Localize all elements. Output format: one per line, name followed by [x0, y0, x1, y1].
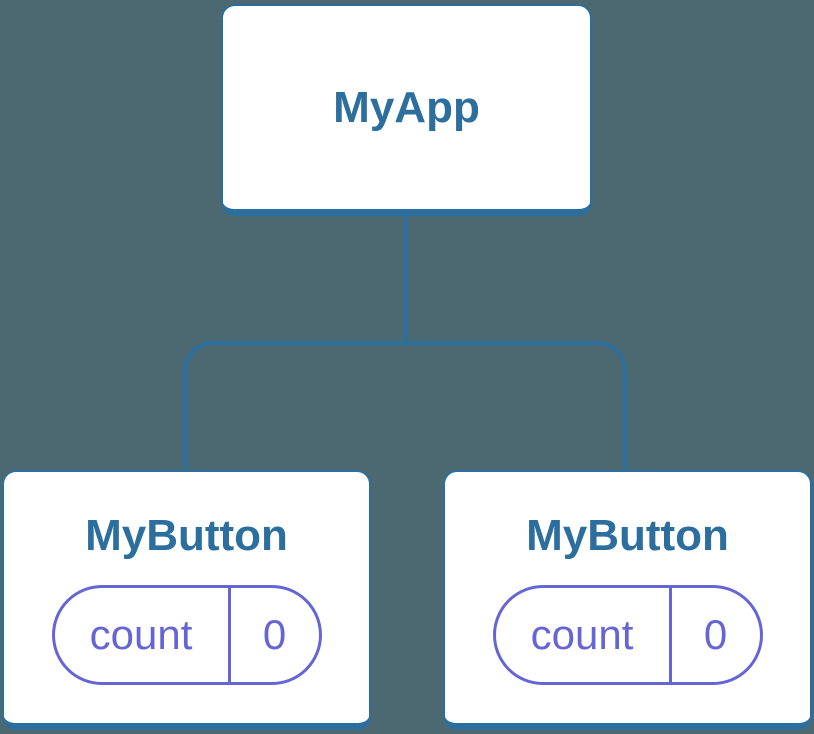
component-node-mybutton-1: MyButton count 0 — [2, 470, 371, 730]
node-title: MyButton — [85, 510, 288, 560]
connector-branch — [183, 341, 627, 470]
state-key: count — [496, 587, 672, 682]
state-pill: count 0 — [51, 584, 322, 685]
state-key: count — [55, 587, 231, 682]
state-value: 0 — [703, 610, 728, 658]
node-body: MyButton count 0 — [51, 510, 322, 685]
connector-root-stem — [404, 216, 408, 345]
state-pill: count 0 — [492, 584, 763, 685]
component-node-mybutton-2: MyButton count 0 — [443, 470, 812, 730]
node-title: MyApp — [333, 82, 480, 132]
node-body: MyButton count 0 — [492, 510, 763, 685]
state-value: 0 — [262, 610, 287, 658]
component-node-myapp: MyApp — [221, 4, 592, 216]
node-title: MyButton — [526, 510, 729, 560]
